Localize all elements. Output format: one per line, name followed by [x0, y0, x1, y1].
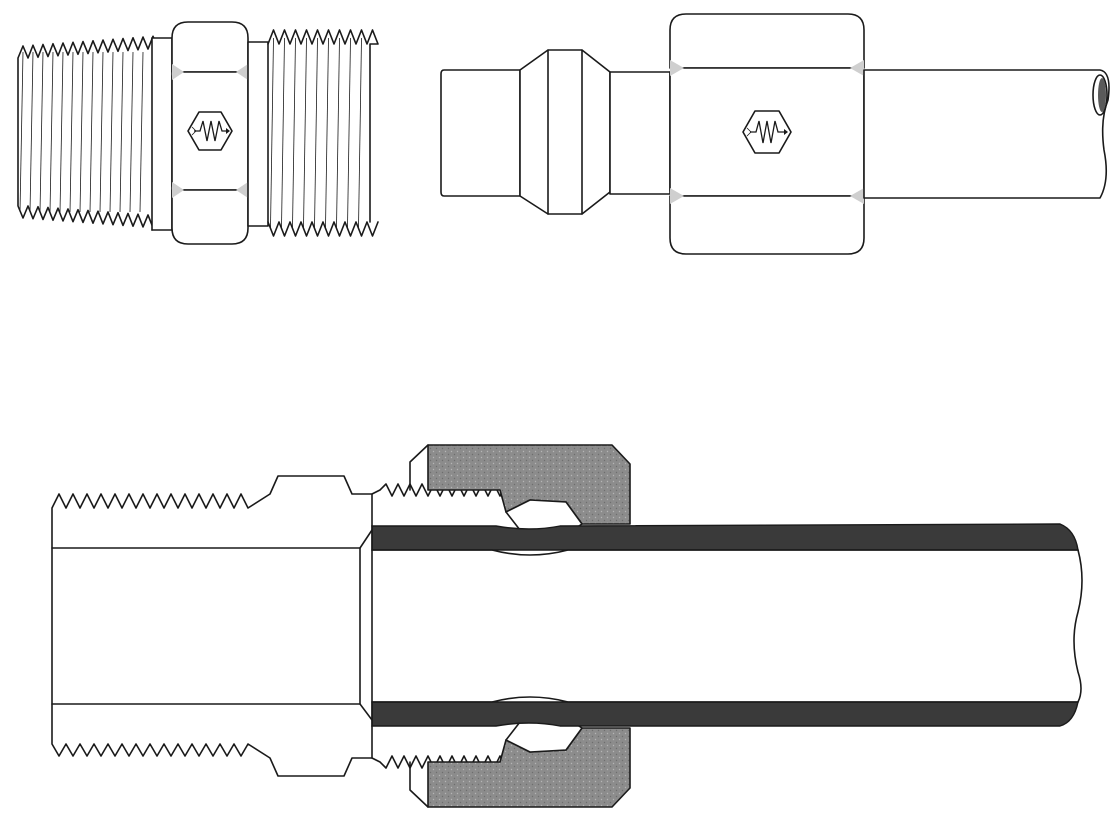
thread-crest-line: [59, 51, 64, 213]
ferrule: [519, 49, 611, 215]
thread-crest-line: [303, 37, 307, 229]
hex-maker-logo-icon: [187, 111, 233, 151]
thread-crest-line: [99, 51, 104, 213]
thread-crest-line: [39, 51, 44, 213]
thread-crest-line: [79, 51, 84, 213]
right-tube-thread: [267, 29, 379, 237]
thread-crest-line: [49, 51, 54, 213]
tube-stub: [440, 69, 521, 197]
male-connector-body: [17, 21, 379, 245]
nut-ferrule-tube: [440, 13, 1110, 255]
thread-crest-line: [19, 51, 24, 213]
thread-crest-line: [281, 37, 285, 229]
thread-crest-line: [270, 37, 274, 229]
thread-crest-line: [325, 37, 329, 229]
thread-crest-line: [29, 51, 34, 213]
thread-crest-line: [347, 37, 351, 229]
thread-crest-line: [69, 51, 74, 213]
thread-crest-line: [292, 37, 296, 229]
tube-wall-bottom: [371, 701, 1079, 727]
hex-body: [151, 21, 269, 245]
thread-crest-line: [139, 51, 144, 213]
tube: [863, 69, 1110, 199]
thread-crest-line: [129, 51, 134, 213]
thread-crest-line: [119, 51, 124, 213]
hex-nut: [669, 13, 865, 255]
hex-maker-logo-icon: [742, 110, 792, 154]
thread-crest-line: [109, 51, 114, 213]
thread-crest-line: [314, 37, 318, 229]
thread-crest-line: [89, 51, 94, 213]
thread-crest-line: [358, 37, 362, 229]
assembled-fitting-cross-section: [51, 444, 1083, 808]
tube-wall-top: [371, 523, 1079, 551]
thread-crest-line: [336, 37, 340, 229]
left-pipe-thread: [17, 35, 159, 231]
